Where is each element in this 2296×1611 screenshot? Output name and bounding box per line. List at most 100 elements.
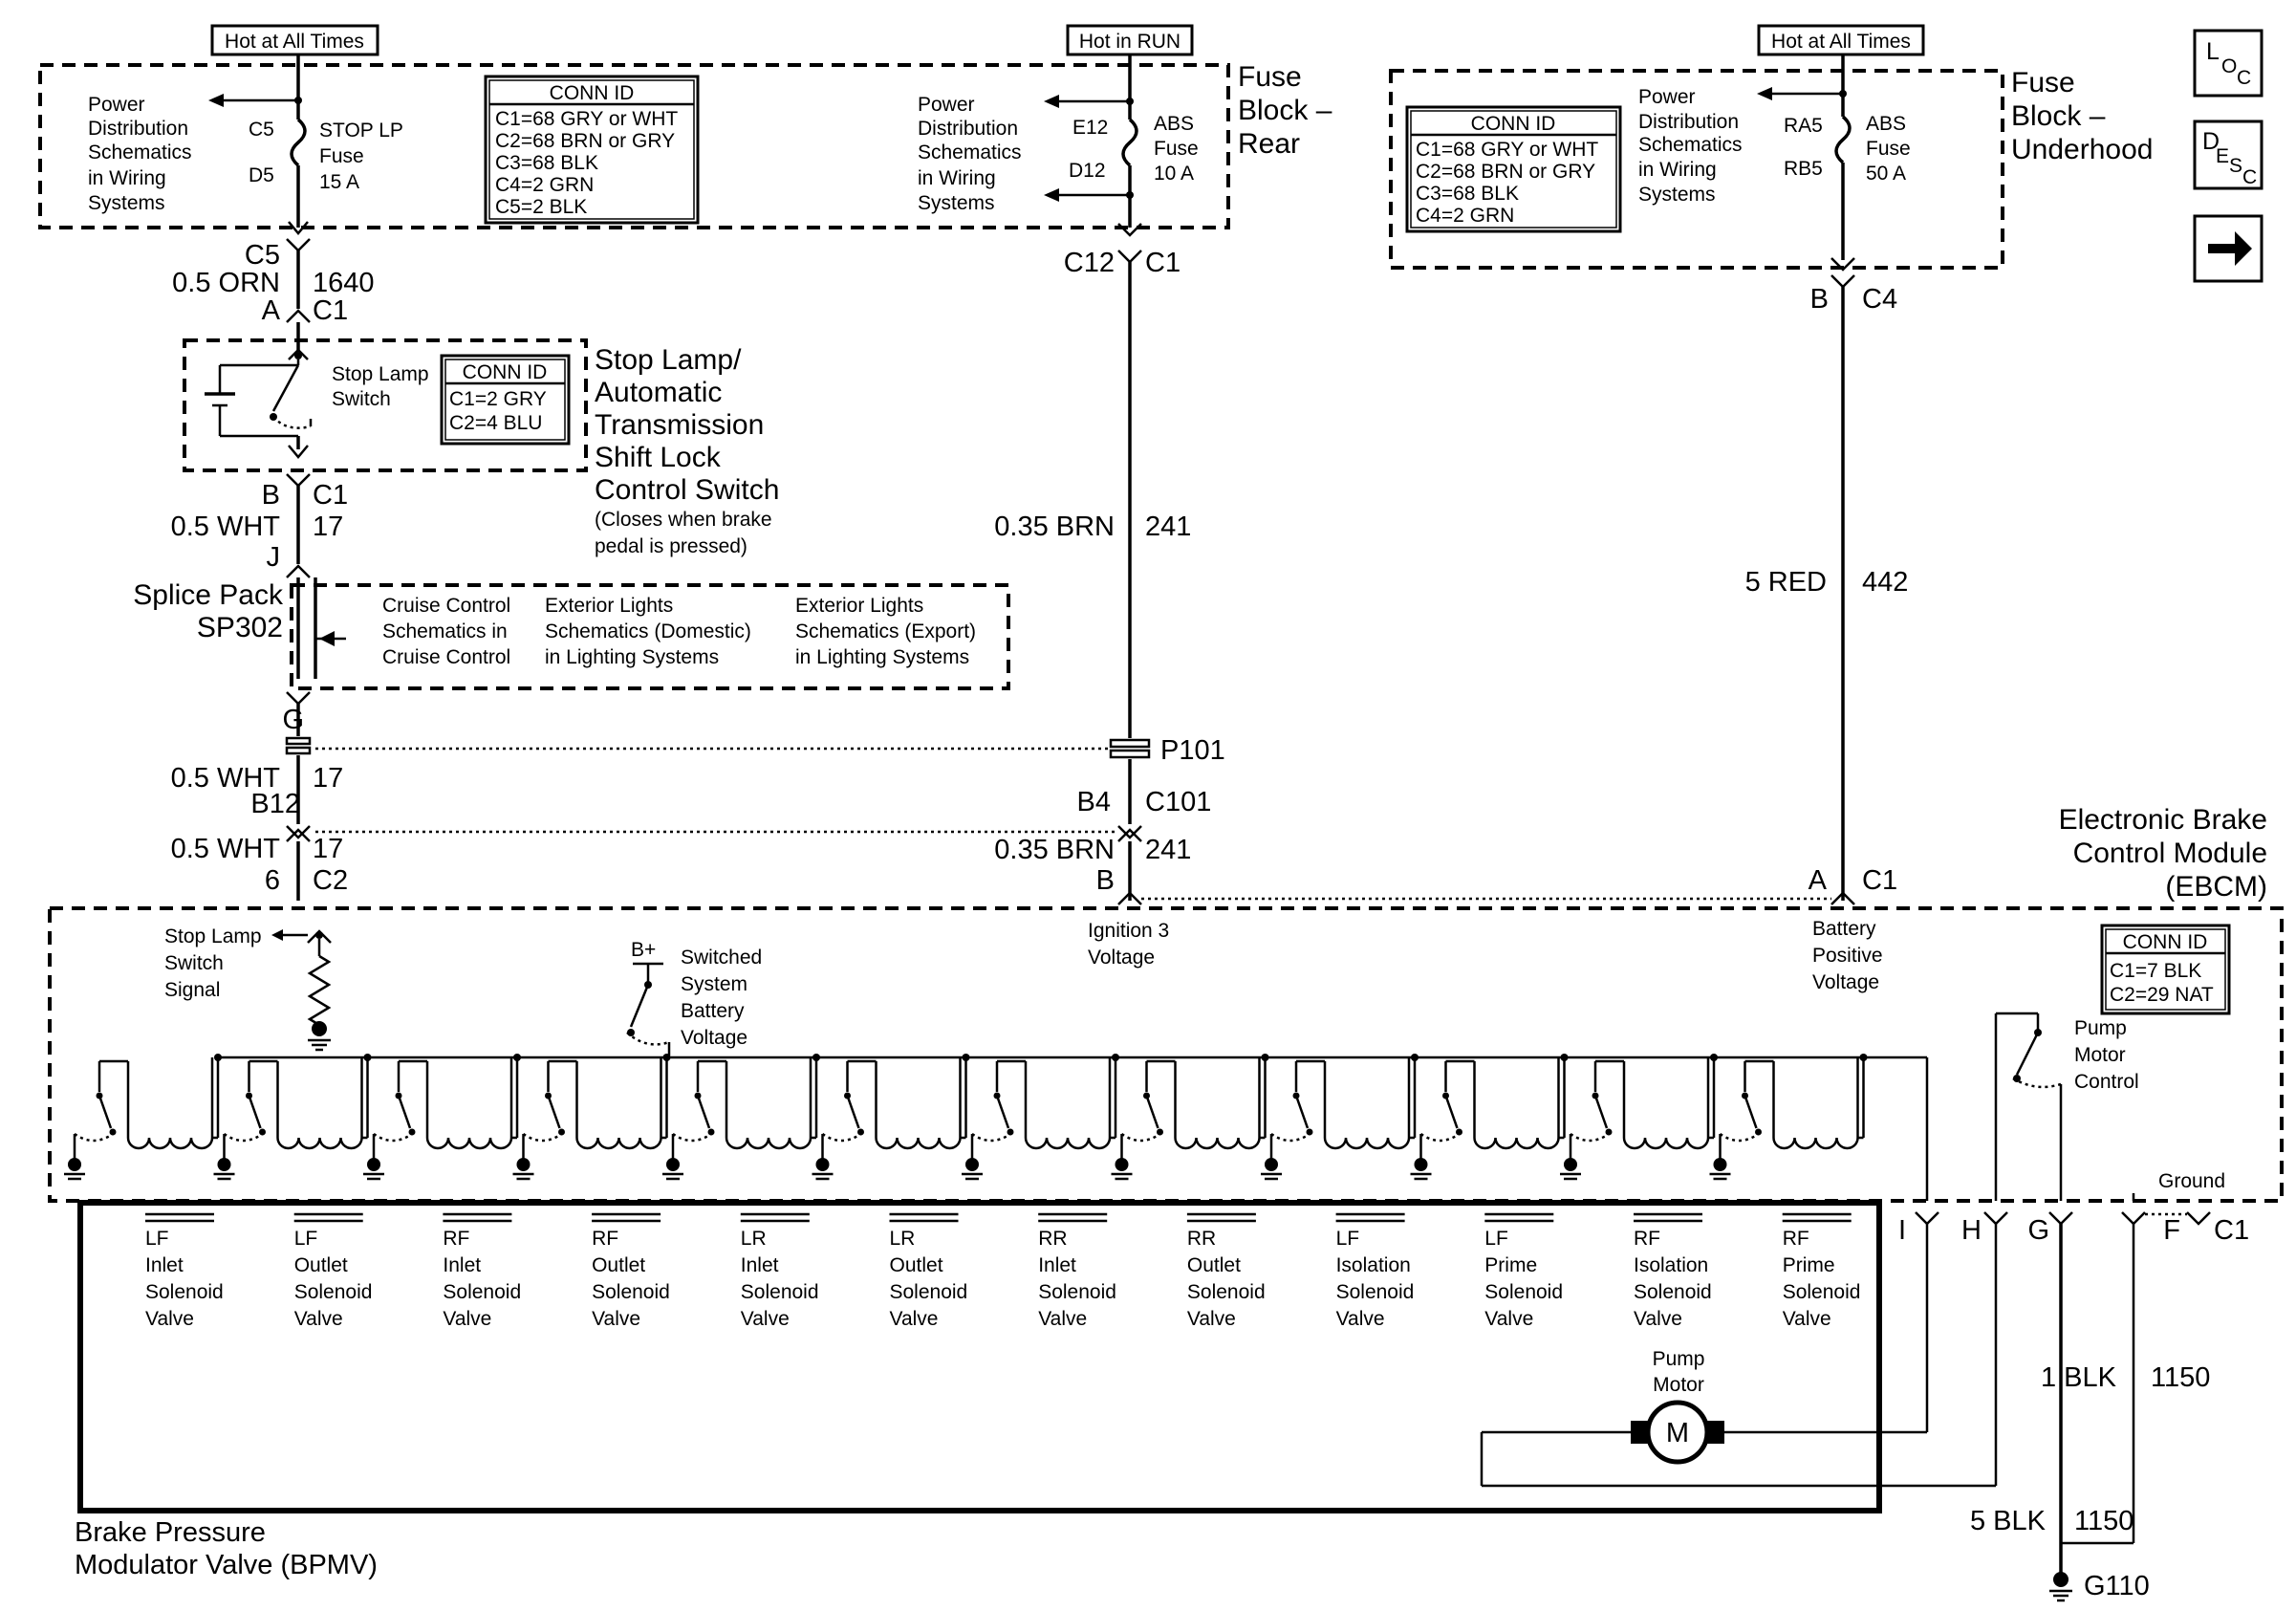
svg-text:10 A: 10 A (1154, 163, 1194, 185)
svg-text:Fuse: Fuse (1154, 138, 1199, 160)
svg-text:C1=2 GRY: C1=2 GRY (449, 388, 547, 410)
svg-text:B: B (1096, 865, 1115, 896)
svg-text:Stop Lamp: Stop Lamp (332, 363, 429, 385)
solenoid-label-line: Solenoid (1484, 1281, 1563, 1303)
solenoid-driver (962, 1054, 1119, 1181)
solenoid-label-line: Solenoid (1783, 1281, 1861, 1303)
svg-text:Switch: Switch (332, 388, 391, 410)
bpmv: Brake Pressure Modulator Valve (BPMV) LF… (75, 1200, 1998, 1580)
svg-text:Ground: Ground (2158, 1170, 2225, 1192)
solenoid-label-line: Inlet (443, 1254, 481, 1276)
svg-text:442: 442 (1862, 567, 1908, 598)
svg-text:A: A (262, 295, 281, 326)
solenoid-label-line: Outlet (890, 1254, 943, 1276)
motor-icon: M (1666, 1418, 1689, 1448)
svg-text:Power: Power (1638, 86, 1696, 108)
svg-text:Cruise Control: Cruise Control (382, 595, 510, 617)
solenoid-label-line: Solenoid (443, 1281, 521, 1303)
svg-text:Automatic: Automatic (595, 377, 722, 408)
svg-text:Block –: Block – (2011, 100, 2106, 132)
svg-text:Distribution: Distribution (918, 118, 1018, 140)
circuit-stop-lamp: C5 0.5 ORN A 1640 C1 Stop Lamp Switch CO… (133, 54, 1010, 901)
svg-text:RA5: RA5 (1784, 115, 1823, 137)
svg-text:J: J (267, 542, 281, 573)
svg-text:Schematics in: Schematics in (382, 620, 508, 642)
solenoid-label-line: Solenoid (741, 1281, 819, 1303)
ground-g110: G110 (2084, 1571, 2150, 1601)
svg-text:P101: P101 (1160, 735, 1225, 766)
svg-text:17: 17 (313, 834, 343, 864)
arrow-left-icon (1044, 95, 1059, 108)
svg-text:RB5: RB5 (1784, 158, 1823, 180)
svg-text:ABS: ABS (1866, 113, 1906, 135)
svg-text:E: E (2216, 145, 2229, 167)
svg-text:C1=7 BLK: C1=7 BLK (2110, 960, 2201, 982)
solenoid-label-line: Valve (294, 1308, 343, 1330)
svg-text:G: G (282, 705, 304, 735)
svg-text:C1: C1 (313, 295, 348, 326)
fuse-block-rear: Fuse Block – Rear Power Distribution Sch… (38, 61, 1332, 229)
svg-text:ABS: ABS (1154, 113, 1194, 135)
svg-text:Positive: Positive (1812, 945, 1883, 967)
loc-icon[interactable]: L O C (2193, 29, 2264, 98)
svg-text:0.5 WHT: 0.5 WHT (171, 763, 281, 794)
svg-text:Exterior Lights: Exterior Lights (795, 595, 923, 617)
solenoid-driver (363, 1054, 521, 1181)
svg-text:C12: C12 (1064, 248, 1115, 278)
svg-text:Voltage: Voltage (1088, 947, 1155, 969)
svg-text:Pump: Pump (2074, 1017, 2127, 1039)
svg-text:Systems: Systems (1638, 184, 1716, 206)
solenoid-label-line: LF (1336, 1228, 1360, 1250)
solenoid-label-line: LR (890, 1228, 916, 1250)
ground-circuit: 1 BLK 1150 5 BLK 1150 G110 (1970, 1224, 2210, 1602)
solenoid-label-line: Solenoid (1336, 1281, 1415, 1303)
svg-text:B+: B+ (631, 939, 656, 961)
svg-text:Stop Lamp: Stop Lamp (164, 925, 262, 947)
svg-text:Ignition 3: Ignition 3 (1088, 920, 1169, 942)
svg-text:Underhood: Underhood (2011, 134, 2153, 165)
svg-text:C5: C5 (245, 240, 280, 271)
next-arrow-icon[interactable] (2193, 214, 2264, 283)
svg-text:Battery: Battery (681, 1000, 745, 1022)
solenoid-driver (662, 1054, 820, 1181)
svg-text:Voltage: Voltage (681, 1027, 747, 1049)
ebcm-bottom-connector: I H G F C1 (1898, 1211, 2249, 1246)
solenoid-label-line: RF (1634, 1228, 1660, 1250)
svg-text:17: 17 (313, 512, 343, 542)
svg-text:1150: 1150 (2151, 1362, 2210, 1393)
fuse-block-underhood: Fuse Block – Underhood CONN ID C1=68 GRY… (1389, 67, 2153, 270)
svg-text:C4=2 GRN: C4=2 GRN (1416, 205, 1514, 227)
solenoid-label-line: LF (145, 1228, 169, 1250)
svg-text:Modulator Valve (BPMV): Modulator Valve (BPMV) (75, 1550, 378, 1580)
svg-text:C: C (2237, 67, 2251, 89)
desc-icon[interactable]: D E S C (2193, 120, 2264, 190)
arrow-left-icon (319, 631, 335, 646)
solenoid-driver (213, 1054, 372, 1181)
ebcm-title: Electronic Brake (2059, 804, 2267, 836)
svg-text:in Lighting Systems: in Lighting Systems (795, 646, 969, 668)
svg-text:Power: Power (918, 94, 975, 116)
svg-text:Schematics (Domestic): Schematics (Domestic) (545, 620, 751, 642)
svg-text:15 A: 15 A (319, 171, 359, 193)
solenoid-label-line: Valve (890, 1308, 939, 1330)
svg-text:Schematics: Schematics (1638, 134, 1743, 156)
svg-text:Cruise Control: Cruise Control (382, 646, 510, 668)
svg-text:Voltage: Voltage (1812, 971, 1879, 993)
svg-text:in Wiring: in Wiring (1638, 159, 1717, 181)
svg-text:0.35 BRN: 0.35 BRN (994, 512, 1115, 542)
svg-text:Fuse: Fuse (1866, 138, 1911, 160)
solenoid-driver (1560, 1054, 1718, 1181)
svg-text:B12: B12 (250, 789, 300, 819)
solenoid-label-line: Solenoid (145, 1281, 224, 1303)
power-banner-right: Hot at All Times (1757, 24, 1925, 56)
svg-text:C101: C101 (1145, 787, 1211, 817)
svg-text:Motor: Motor (2074, 1044, 2126, 1066)
svg-text:5 BLK: 5 BLK (1970, 1506, 2047, 1536)
